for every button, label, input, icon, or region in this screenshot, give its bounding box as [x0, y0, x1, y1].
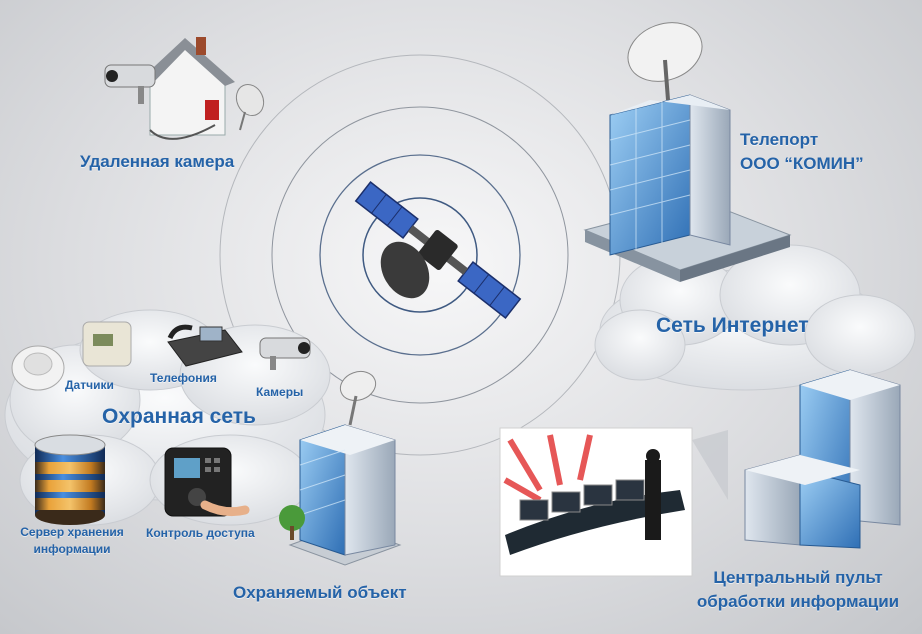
- thermostat-icon: [82, 321, 132, 367]
- storage-server-label-line2: информации: [33, 542, 111, 556]
- control-room-icon: [499, 427, 728, 577]
- central-console-label-line1: Центральный пульт: [713, 568, 883, 587]
- teleport-label: Телепорт ООО “КОМИН”: [740, 130, 890, 174]
- central-console-label-line2: обработки информации: [696, 592, 900, 611]
- access-control-label: Контроль доступа: [146, 526, 255, 540]
- internet-label: Сеть Интернет: [656, 314, 809, 337]
- smoke-detector-icon: [11, 345, 65, 391]
- cameras-label: Камеры: [256, 385, 304, 399]
- teleport-label-line1: Телепорт: [740, 130, 819, 149]
- office-building-icon: [744, 369, 901, 549]
- satellite-dish-icon: [235, 83, 265, 131]
- remote-camera-label: Удаленная камера: [80, 152, 235, 171]
- central-console-label: Центральный пульт обработки информации: [680, 568, 916, 612]
- storage-server-label: Сервер хранения информации: [8, 525, 136, 556]
- telephony-label: Телефония: [150, 371, 217, 385]
- sensors-label: Датчики: [65, 378, 114, 392]
- security-network-label: Охранная сеть: [102, 405, 256, 428]
- storage-server-label-line1: Сервер хранения: [20, 525, 124, 539]
- database-server-icon: [34, 434, 106, 525]
- satellite-dish-icon: [380, 241, 430, 299]
- office-building-icon: [279, 424, 402, 566]
- satellite-dish-icon: [339, 370, 377, 426]
- security-camera-icon: [104, 64, 156, 104]
- teleport-label-line2: ООО “КОМИН”: [740, 154, 864, 173]
- satellite-dish-icon: [627, 22, 703, 101]
- satellite-icon: [354, 181, 522, 319]
- protected-object-label: Охраняемый объект: [233, 583, 407, 602]
- house-icon: [140, 37, 235, 140]
- office-building-icon: [583, 94, 792, 282]
- telephone-icon: [167, 324, 243, 367]
- security-camera-icon: [259, 337, 311, 370]
- access-terminal-icon: [164, 447, 250, 517]
